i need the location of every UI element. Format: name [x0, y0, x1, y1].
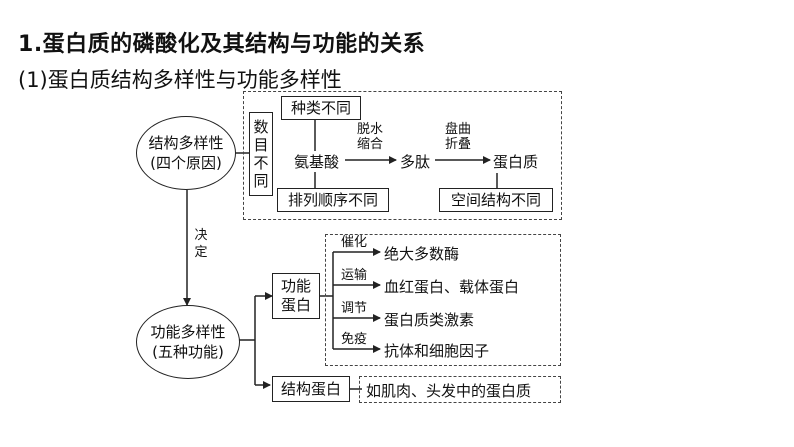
role-regulation: 调节	[341, 301, 368, 316]
function-diversity-node: 功能多样性 (五种功能)	[136, 305, 240, 379]
example-transport: 血红蛋白、载体蛋白	[384, 278, 520, 296]
example-catalysis: 绝大多数酶	[384, 245, 460, 263]
amino-acid-label: 氨基酸	[292, 151, 342, 172]
structural-protein-box: 结构蛋白	[272, 376, 350, 402]
example-immunity: 抗体和细胞因子	[384, 342, 490, 360]
role-catalysis: 催化	[341, 235, 368, 250]
structural-example-box	[359, 376, 561, 403]
structure-diversity-node: 结构多样性 (四个原因)	[136, 116, 236, 190]
reason-order-box: 排列顺序不同	[277, 188, 389, 212]
functional-roles-group	[325, 234, 561, 366]
section-title: 1.蛋白质的磷酸化及其结构与功能的关系	[18, 32, 426, 57]
step-dehydration-label: 脱水 缩合	[356, 122, 383, 152]
example-regulation: 蛋白质类激素	[384, 311, 475, 329]
decide-label: 决 定	[194, 228, 208, 260]
structural-protein-example: 如肌肉、头发中的蛋白质	[366, 382, 532, 400]
step-folding-label: 盘曲 折叠	[444, 122, 471, 152]
reasons-group	[243, 91, 562, 220]
reason-spatial-box: 空间结构不同	[439, 188, 553, 212]
role-immunity: 免疫	[341, 332, 368, 347]
function-diversity-label: 功能多样性	[150, 322, 226, 341]
reason-type-box: 种类不同	[281, 96, 361, 120]
function-diversity-note: (五种功能)	[152, 343, 224, 361]
reason-number-box: 数 目 不 同	[249, 112, 273, 196]
structure-diversity-label: 结构多样性	[148, 133, 224, 152]
functional-protein-box: 功能 蛋白	[272, 273, 320, 319]
protein-label: 蛋白质	[493, 153, 539, 171]
role-transport: 运输	[341, 268, 368, 283]
section-subtitle: (1)蛋白质结构多样性与功能多样性	[18, 68, 342, 92]
peptide-label: 多肽	[400, 153, 431, 171]
structure-diversity-note: (四个原因)	[150, 154, 222, 172]
